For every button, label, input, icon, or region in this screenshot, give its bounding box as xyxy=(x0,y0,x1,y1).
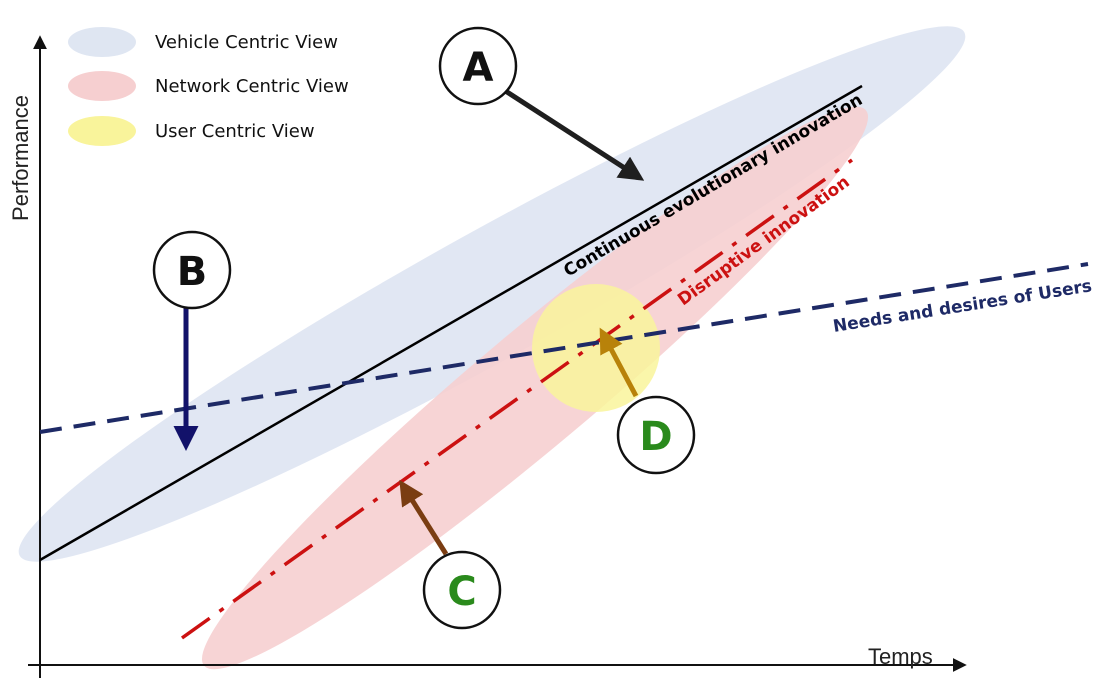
legend-label-network: Network Centric View xyxy=(155,76,349,97)
legend-swatch-network xyxy=(68,71,136,101)
callout-a-arrow xyxy=(502,87,645,181)
legend-swatch-user xyxy=(68,116,136,146)
callout-d-letter: D xyxy=(639,414,672,460)
legend: Vehicle Centric View Network Centric Vie… xyxy=(68,27,349,146)
y-axis-label: Performance xyxy=(8,95,33,221)
callout-c-letter: C xyxy=(447,569,476,615)
callout-a-letter: A xyxy=(463,45,494,91)
disruptive-innovation-line xyxy=(180,158,854,640)
callout-b: B xyxy=(152,230,232,310)
callout-d: D xyxy=(616,395,696,475)
callout-c: C xyxy=(422,550,502,630)
user-needs-line xyxy=(39,262,1089,434)
legend-swatch-vehicle xyxy=(68,27,136,57)
continuous-innovation-line xyxy=(39,84,863,562)
network-centric-region xyxy=(201,106,869,670)
callout-d-arrow xyxy=(599,327,639,398)
x-axis-label: Temps xyxy=(868,644,933,669)
callout-a: A xyxy=(438,26,518,106)
callout-b-letter: B xyxy=(177,249,208,295)
user-centric-region xyxy=(532,284,660,412)
callout-c-arrow xyxy=(399,479,449,556)
vehicle-centric-region xyxy=(18,26,966,562)
legend-label-user: User Centric View xyxy=(155,121,315,142)
legend-label-vehicle: Vehicle Centric View xyxy=(155,32,338,53)
